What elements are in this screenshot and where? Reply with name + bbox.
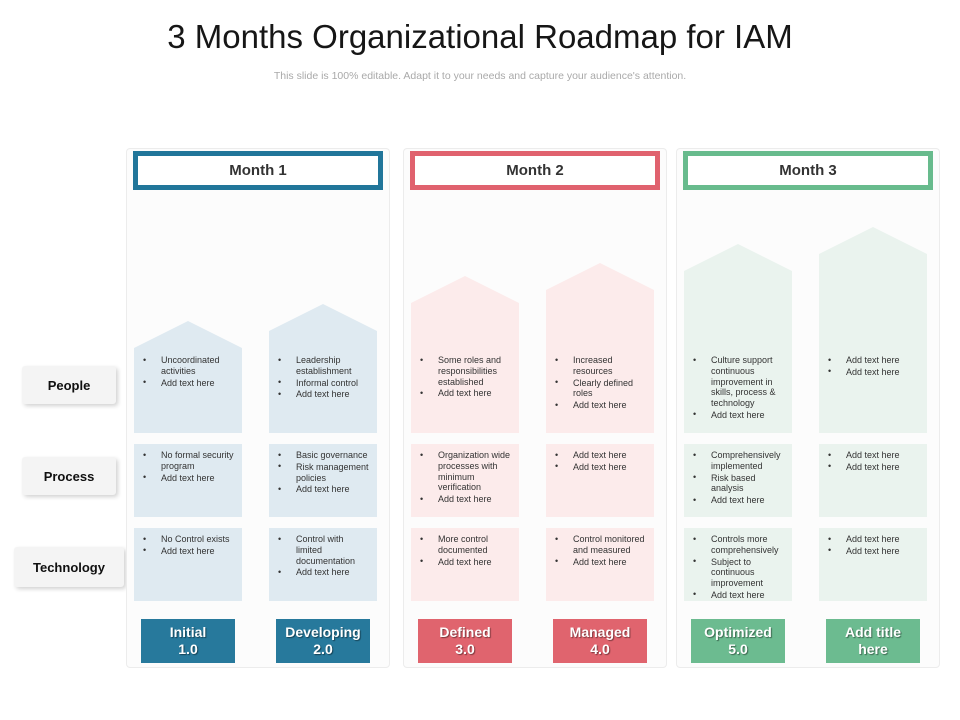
- bullet-item: Uncoordinated activities: [134, 355, 237, 377]
- bullet-item: Risk management policies: [269, 461, 372, 484]
- process-block: Organization wide processes with minimum…: [411, 444, 519, 517]
- month-3-label: Month 3: [779, 162, 837, 179]
- row-label-process: Process: [22, 457, 116, 495]
- maturity-arrow: [819, 227, 927, 433]
- stage-button-line2: 2.0: [313, 641, 333, 657]
- technology-block: Control monitored and measured Add text …: [546, 528, 654, 601]
- bullet-item: Add text here: [269, 484, 372, 495]
- bullet-item: Add text here: [134, 472, 237, 484]
- stage-button-optimized: Optimized 5.0: [691, 619, 785, 663]
- stage-button-line1: Developing: [285, 624, 361, 640]
- month-3-panel: Month 3 Culture support continuous impro…: [676, 148, 940, 668]
- bullet-item: Add text here: [546, 556, 649, 568]
- bullet-item: Add text here: [819, 450, 922, 461]
- month-1-header: Month 1: [133, 151, 383, 190]
- technology-block: Add text here Add text here: [819, 528, 927, 601]
- stage-button-line1: Defined: [439, 624, 491, 640]
- bullet-item: Add text here: [819, 366, 922, 378]
- bullet-item: Add text here: [411, 388, 514, 399]
- stage-button-line1: Optimized: [704, 624, 772, 640]
- bullet-item: Add text here: [684, 495, 787, 506]
- bullet-item: Add text here: [546, 400, 649, 411]
- technology-block: Control with limited documentation Add t…: [269, 528, 377, 601]
- bullet-item: Leadership establishment: [269, 355, 372, 377]
- people-block: Leadership establishment Informal contro…: [269, 349, 377, 433]
- stage-button-defined: Defined 3.0: [418, 619, 512, 663]
- bullet-item: Clearly defined roles: [546, 377, 649, 400]
- technology-block: No Control exists Add text here: [134, 528, 242, 601]
- process-block: Add text here Add text here: [546, 444, 654, 517]
- bullet-item: Informal control: [269, 377, 372, 389]
- stage-button-line2: 3.0: [455, 641, 475, 657]
- technology-block: Controls more comprehensively Subject to…: [684, 528, 792, 601]
- stage-button-line2: 1.0: [178, 641, 198, 657]
- stage-button-line1: Initial: [169, 624, 207, 640]
- stage-column-managed: Increased resources Clearly defined role…: [546, 149, 654, 669]
- stage-button-line2: 4.0: [590, 641, 610, 657]
- bullet-item: Comprehensively implemented: [684, 450, 787, 472]
- row-label-people: People: [22, 366, 116, 404]
- bullet-item: More control documented: [411, 534, 514, 556]
- bullet-item: Add text here: [546, 461, 649, 473]
- month-1-label: Month 1: [229, 162, 287, 179]
- bullet-item: Add text here: [134, 377, 237, 389]
- people-block: Add text here Add text here: [819, 349, 927, 433]
- month-2-label: Month 2: [506, 162, 564, 179]
- stage-button-add-title: Add title here: [826, 619, 920, 663]
- month-2-panel: Month 2 Some roles and responsibilities …: [403, 148, 667, 668]
- stage-button-line1: Add title: [845, 624, 901, 640]
- bullet-item: Add text here: [411, 556, 514, 568]
- stage-column-defined: Some roles and responsibilities establis…: [411, 149, 519, 669]
- bullet-item: Add text here: [819, 355, 922, 366]
- bullet-item: Add text here: [546, 450, 649, 461]
- bullet-item: No Control exists: [134, 534, 237, 545]
- bullet-item: Add text here: [411, 494, 514, 505]
- stage-column-initial: Uncoordinated activities Add text here N…: [134, 149, 242, 669]
- month-1-panel: Month 1 Uncoordinated activities Add tex…: [126, 148, 390, 668]
- bullet-item: Risk based analysis: [684, 472, 787, 495]
- stage-button-line2: 5.0: [728, 641, 748, 657]
- bullet-item: Organization wide processes with minimum…: [411, 449, 514, 493]
- bullet-item: Add text here: [684, 409, 787, 421]
- people-block: Increased resources Clearly defined role…: [546, 349, 654, 433]
- process-block: No formal security program Add text here: [134, 444, 242, 517]
- bullet-item: Add text here: [684, 589, 787, 601]
- bullet-item: Culture support continuous improvement i…: [684, 355, 787, 409]
- month-2-header: Month 2: [410, 151, 660, 190]
- page-subtitle: This slide is 100% editable. Adapt it to…: [273, 70, 687, 82]
- bullet-item: Subject to continuous improvement: [684, 556, 787, 589]
- row-label-technology: Technology: [14, 547, 124, 587]
- month-3-header: Month 3: [683, 151, 933, 190]
- process-block: Add text here Add text here: [819, 444, 927, 517]
- bullet-item: No formal security program: [134, 450, 237, 472]
- stage-button-line2: here: [858, 641, 888, 657]
- bullet-item: Add text here: [134, 545, 237, 557]
- technology-block: More control documented Add text here: [411, 528, 519, 601]
- bullet-item: Some roles and responsibilities establis…: [411, 354, 514, 387]
- stage-column-add-title: Add text here Add text here Add text her…: [819, 149, 927, 669]
- people-block: Culture support continuous improvement i…: [684, 349, 792, 433]
- people-block: Uncoordinated activities Add text here: [134, 349, 242, 433]
- stage-column-developing: Leadership establishment Informal contro…: [269, 149, 377, 669]
- stage-button-initial: Initial 1.0: [141, 619, 235, 663]
- bullet-item: Control monitored and measured: [546, 534, 649, 556]
- stage-button-managed: Managed 4.0: [553, 619, 647, 663]
- people-block: Some roles and responsibilities establis…: [411, 349, 519, 433]
- bullet-item: Increased resources: [546, 355, 649, 377]
- bullet-item: Add text here: [819, 545, 922, 557]
- bullet-item: Control with limited documentation: [269, 533, 372, 566]
- process-block: Basic governance Risk management policie…: [269, 444, 377, 517]
- bullet-item: Add text here: [269, 567, 372, 578]
- bullet-item: Add text here: [819, 461, 922, 473]
- bullet-item: Controls more comprehensively: [684, 534, 787, 556]
- stage-button-line1: Managed: [569, 624, 631, 640]
- bullet-item: Add text here: [269, 389, 372, 400]
- stage-button-developing: Developing 2.0: [276, 619, 370, 663]
- stage-column-optimized: Culture support continuous improvement i…: [684, 149, 792, 669]
- bullet-item: Add text here: [819, 534, 922, 545]
- bullet-item: Basic governance: [269, 450, 372, 461]
- page-title: 3 Months Organizational Roadmap for IAM: [167, 18, 793, 55]
- process-block: Comprehensively implemented Risk based a…: [684, 444, 792, 517]
